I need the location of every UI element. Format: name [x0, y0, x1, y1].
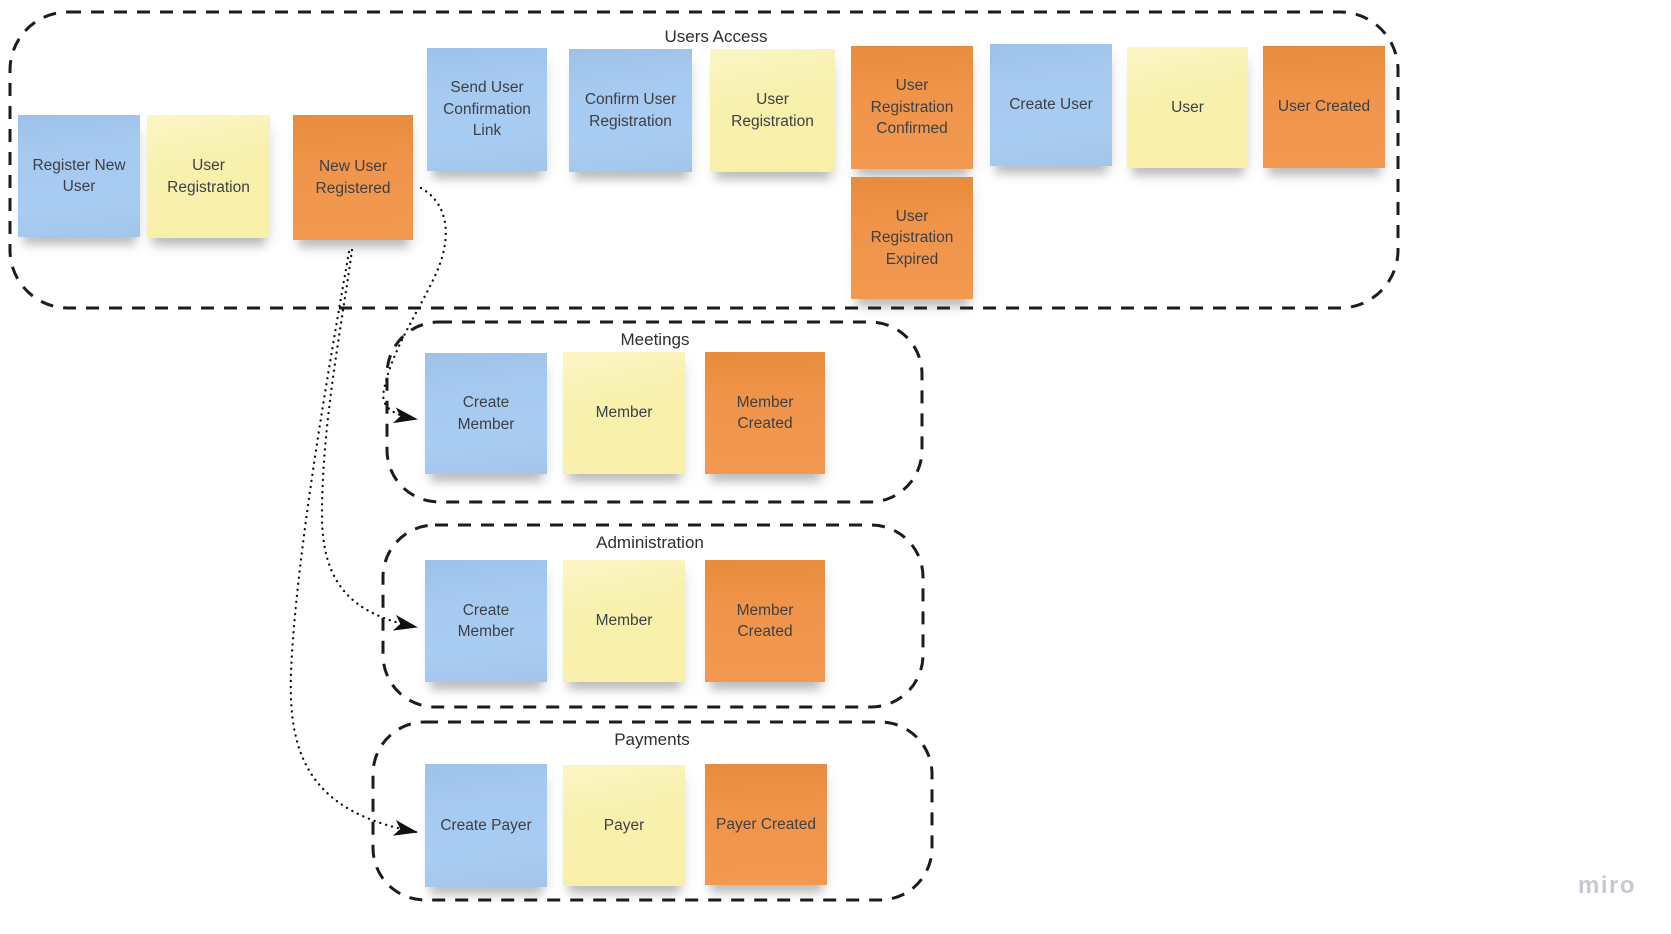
miro-logo: miro — [1578, 872, 1637, 899]
sticky-note-create-member-meetings[interactable]: Create Member — [425, 353, 547, 474]
sticky-note-user-registration-1[interactable]: User Registration — [147, 115, 270, 238]
sticky-note-register-new-user[interactable]: Register New User — [18, 115, 140, 237]
sticky-note-user-registration-expired[interactable]: User Registration Expired — [851, 177, 973, 299]
sticky-note-member-created-meetings[interactable]: Member Created — [705, 352, 825, 474]
sticky-note-user-created[interactable]: User Created — [1263, 46, 1385, 168]
group-title-payments: Payments — [614, 730, 690, 749]
sticky-note-member-created-administration[interactable]: Member Created — [705, 560, 825, 682]
sticky-note-user-registration-2[interactable]: User Registration — [710, 49, 835, 172]
sticky-note-create-user[interactable]: Create User — [990, 44, 1112, 166]
group-title-administration: Administration — [596, 533, 704, 552]
sticky-note-user[interactable]: User — [1127, 47, 1248, 168]
group-title-meetings: Meetings — [620, 330, 690, 349]
sticky-note-create-member-administration[interactable]: Create Member — [425, 560, 547, 682]
connector-new-user-registered-to-payments[interactable] — [289, 250, 418, 836]
sticky-note-user-registration-confirmed[interactable]: User Registration Confirmed — [851, 46, 973, 169]
sticky-note-member-administration[interactable]: Member — [563, 560, 685, 682]
sticky-note-member-meetings[interactable]: Member — [563, 352, 685, 474]
sticky-note-create-payer[interactable]: Create Payer — [425, 764, 547, 887]
sticky-note-payer-created[interactable]: Payer Created — [705, 764, 827, 885]
sticky-note-send-user-confirmation-link[interactable]: Send User Confirmation Link — [427, 48, 547, 171]
connector-new-user-registered-to-administration[interactable] — [320, 248, 418, 631]
group-title-users-access: Users Access — [664, 27, 768, 46]
sticky-note-confirm-user-registration[interactable]: Confirm User Registration — [569, 49, 692, 172]
sticky-note-new-user-registered[interactable]: New User Registered — [293, 115, 413, 240]
sticky-note-payer[interactable]: Payer — [563, 765, 685, 886]
